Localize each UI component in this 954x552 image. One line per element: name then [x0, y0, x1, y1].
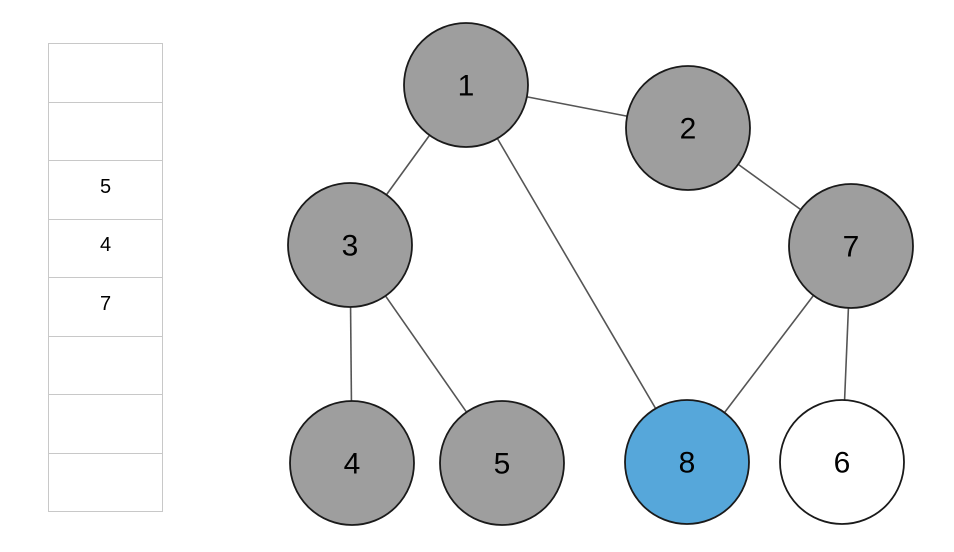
node-label-6: 6 — [834, 447, 851, 480]
stack-cell-4[interactable]: 4 — [48, 218, 163, 278]
graph-node-6[interactable]: 6 — [779, 399, 905, 525]
stack-cell-5[interactable]: 7 — [48, 277, 163, 337]
node-circle-6[interactable] — [779, 399, 905, 525]
edge-layer — [349, 95, 850, 414]
stack-cell-6[interactable] — [48, 335, 163, 395]
node-circle-8[interactable] — [624, 399, 750, 525]
node-label-2: 2 — [680, 113, 697, 146]
graph-node-7[interactable]: 7 — [788, 183, 914, 309]
stack-cell-7[interactable] — [48, 394, 163, 454]
graph-node-4[interactable]: 4 — [289, 400, 415, 526]
stack-cell-value: 7 — [99, 292, 112, 315]
stack-table: 5 4 7 — [48, 43, 163, 512]
stack-row: 4 — [48, 218, 163, 278]
graph-edge-3-4 — [349, 305, 353, 403]
stack-cell-value: 5 — [99, 175, 112, 198]
node-circle-2[interactable] — [625, 65, 751, 191]
stack-cell-3[interactable]: 5 — [48, 160, 163, 220]
node-label-5: 5 — [494, 448, 511, 481]
node-circle-4[interactable] — [289, 400, 415, 526]
graph-node-3[interactable]: 3 — [287, 182, 413, 308]
node-circle-5[interactable] — [439, 400, 565, 526]
stack-cell-value: 4 — [99, 234, 112, 257]
graph-edge-1-8 — [496, 137, 657, 410]
node-layer: 1 2 3 7 4 5 8 6 — [287, 22, 914, 526]
node-label-4: 4 — [344, 448, 361, 481]
stack-row — [48, 43, 163, 103]
graph-edge-1-2 — [525, 95, 629, 118]
stack-cell-1[interactable] — [48, 43, 163, 103]
graph-edge-2-7 — [736, 163, 803, 211]
stack-cell-8[interactable] — [48, 452, 163, 512]
graph-edge-7-8 — [723, 294, 815, 414]
graph-node-5[interactable]: 5 — [439, 400, 565, 526]
graph-edge-1-3 — [385, 133, 431, 197]
node-circle-1[interactable] — [403, 22, 529, 148]
node-label-7: 7 — [843, 231, 860, 264]
node-circle-3[interactable] — [287, 182, 413, 308]
stack-row — [48, 335, 163, 395]
node-label-3: 3 — [342, 230, 359, 263]
graph-node-1[interactable]: 1 — [403, 22, 529, 148]
graph-edge-7-6 — [843, 306, 850, 402]
node-label-8: 8 — [679, 447, 696, 480]
stack-row: 7 — [48, 277, 163, 337]
stack-row — [48, 101, 163, 161]
graph-edge-3-5 — [384, 294, 468, 414]
stack-row: 5 — [48, 160, 163, 220]
stack-row — [48, 394, 163, 454]
node-label-1: 1 — [458, 70, 475, 103]
node-circle-7[interactable] — [788, 183, 914, 309]
graph-node-2[interactable]: 2 — [625, 65, 751, 191]
stack-cell-2[interactable] — [48, 101, 163, 161]
graph-node-8[interactable]: 8 — [624, 399, 750, 525]
stack-row — [48, 452, 163, 512]
